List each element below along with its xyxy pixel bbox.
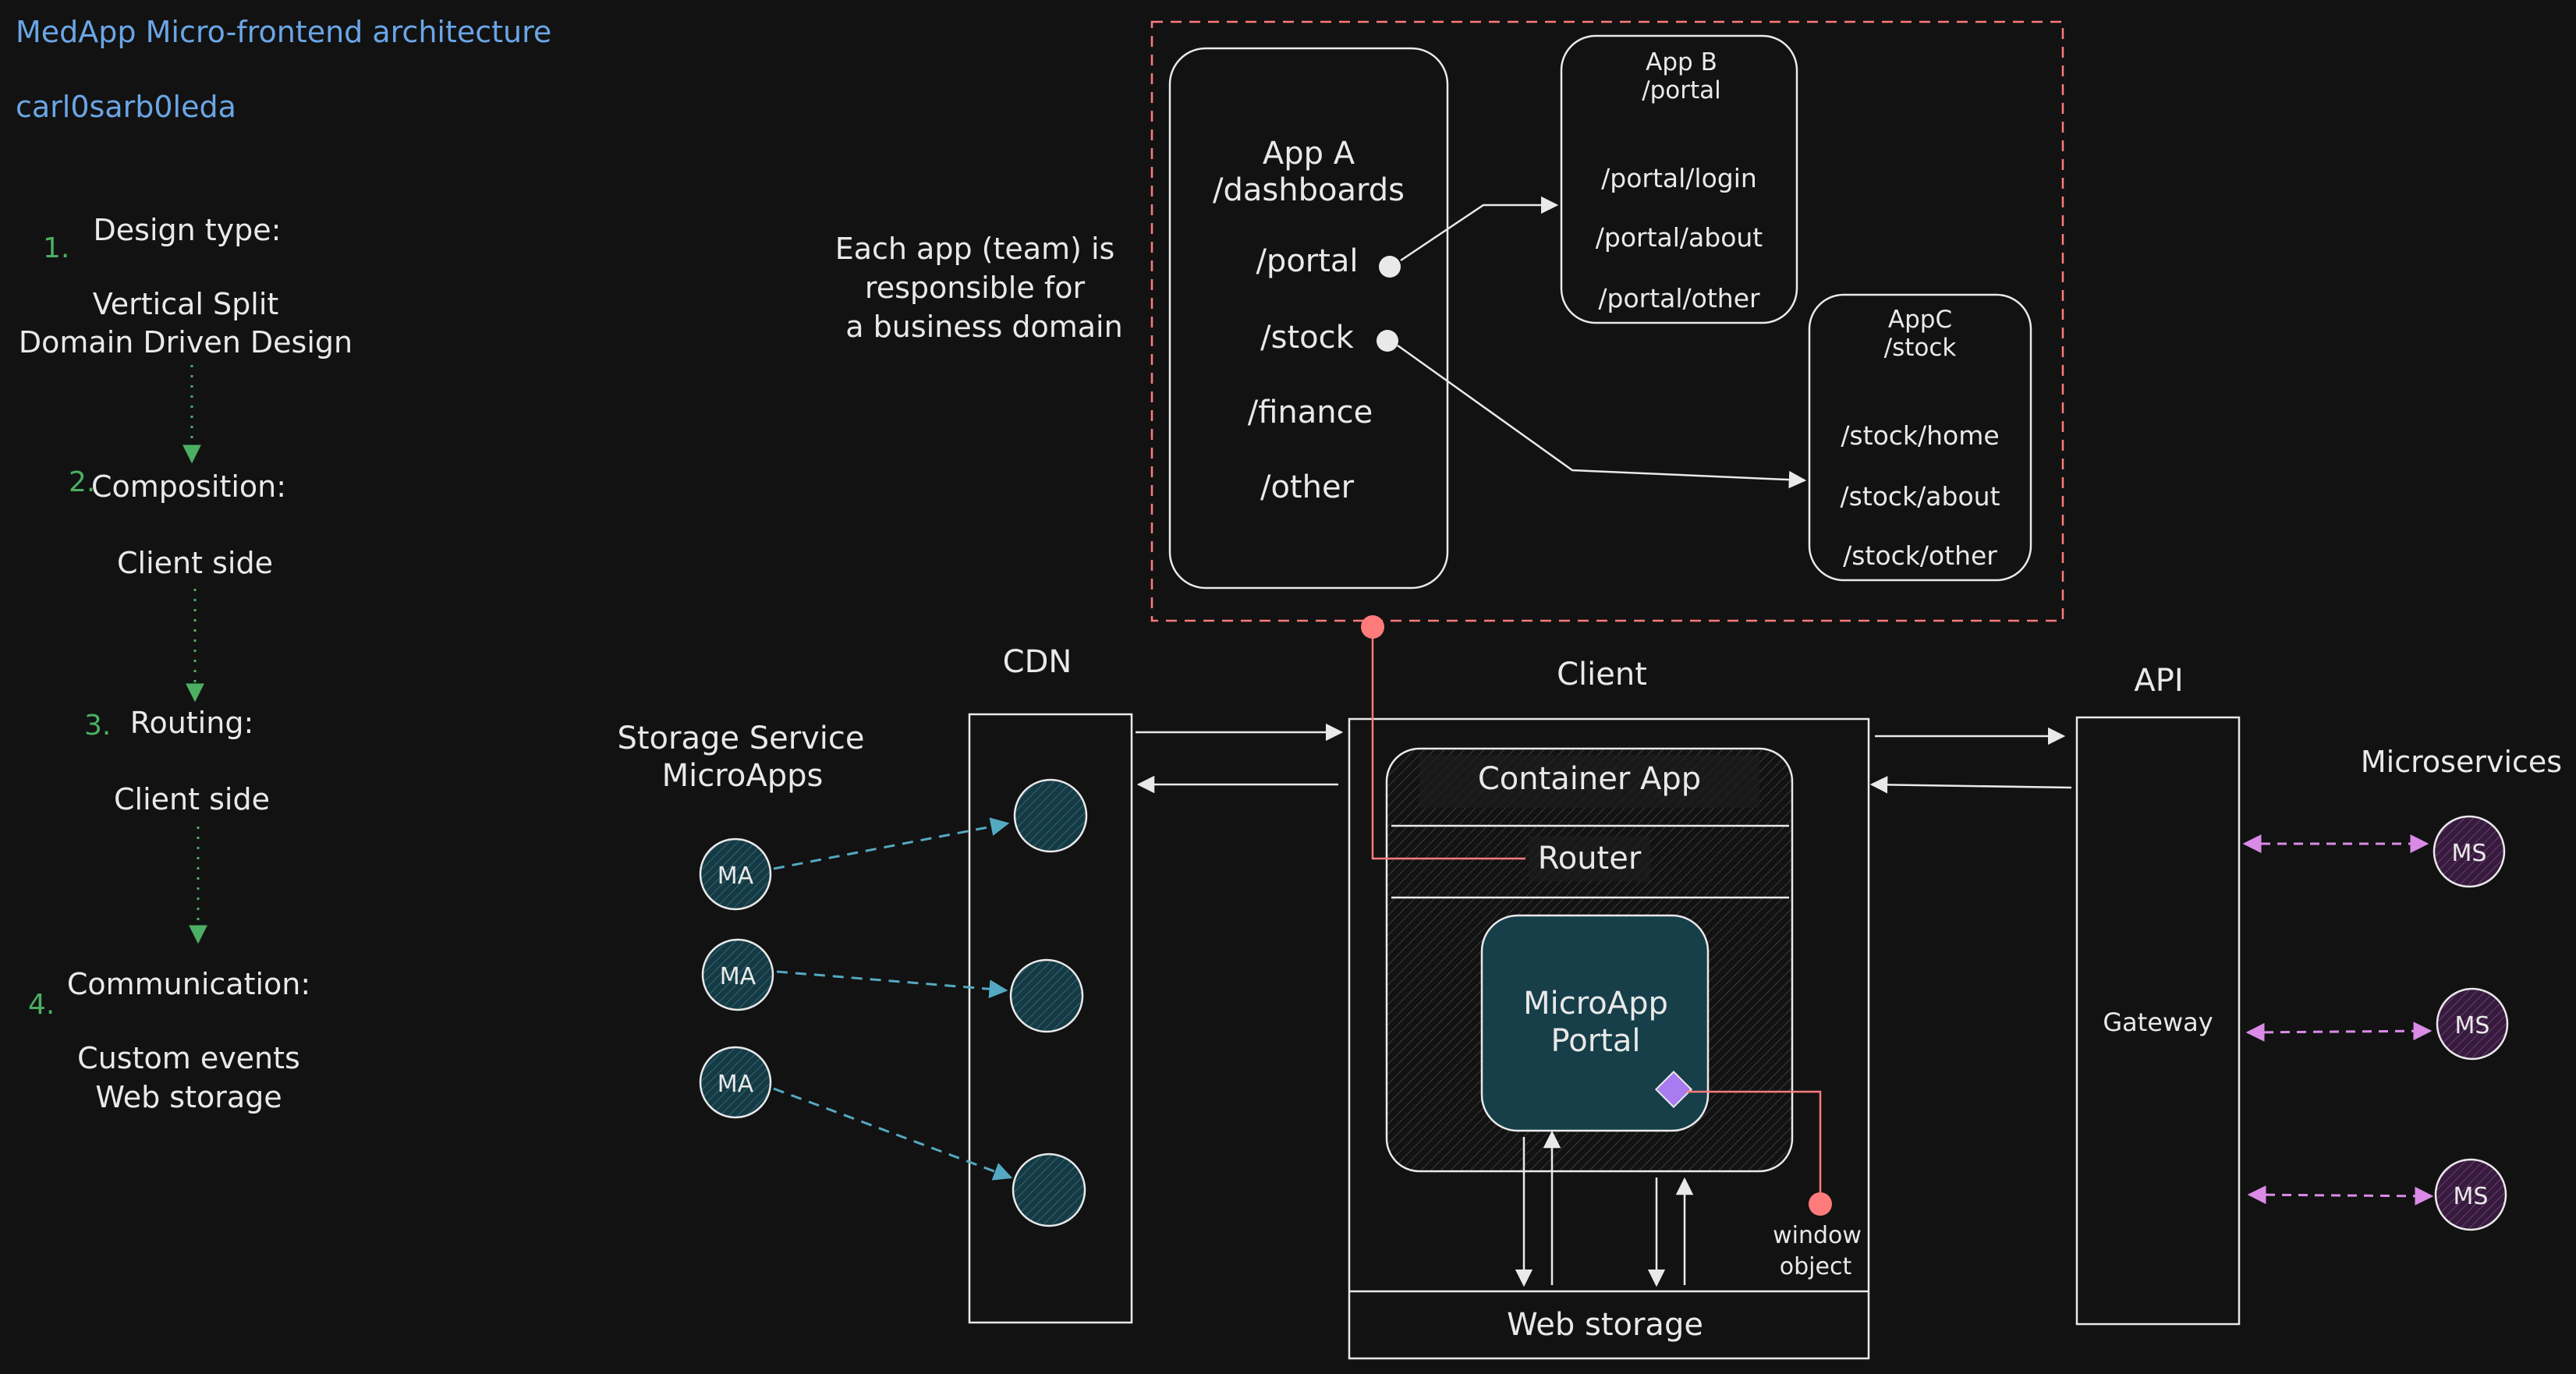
steps-list: 1. Design type: Vertical Split Domain Dr… bbox=[19, 213, 353, 1114]
app-c-title: AppC bbox=[1888, 306, 1952, 334]
cdn-node[interactable] bbox=[1013, 778, 1088, 853]
window-object-dot[interactable] bbox=[1809, 1192, 1832, 1216]
api-box[interactable] bbox=[2075, 716, 2241, 1326]
note-line: a business domain bbox=[845, 310, 1122, 344]
window-object-label: window bbox=[1773, 1222, 1862, 1249]
router-label[interactable]: Router bbox=[1538, 841, 1642, 876]
gateway-label: Gateway bbox=[2103, 1007, 2213, 1037]
microapp-node[interactable]: MA bbox=[699, 838, 772, 911]
microapp-portal-label: MicroApp bbox=[1523, 986, 1668, 1022]
stock-route-arrow bbox=[1397, 344, 1807, 489]
header: MedApp Micro-frontend architecture carl0… bbox=[16, 15, 551, 124]
app-b-subtitle: /portal bbox=[1642, 76, 1721, 104]
window-object-label: object bbox=[1780, 1253, 1852, 1280]
microservice-node[interactable]: MS bbox=[2434, 1158, 2507, 1231]
client-label: Client bbox=[1557, 657, 1647, 692]
microapp-portal[interactable] bbox=[1480, 914, 1710, 1132]
step-line: Vertical Split bbox=[93, 287, 279, 321]
step-line: Custom events bbox=[77, 1041, 300, 1075]
step-1: 1. Design type: Vertical Split Domain Dr… bbox=[19, 213, 353, 359]
step-title: Routing: bbox=[130, 706, 254, 740]
route-portal-dot bbox=[1379, 256, 1401, 278]
author-name: carl0sarb0leda bbox=[16, 90, 236, 124]
microapp-node[interactable]: MA bbox=[699, 1046, 772, 1119]
deploy-arrow bbox=[773, 817, 1010, 870]
step-line: Domain Driven Design bbox=[19, 325, 353, 359]
step-title: Communication: bbox=[67, 967, 310, 1001]
step-title: Composition: bbox=[91, 469, 286, 504]
microservice-node-label: MS bbox=[2452, 840, 2487, 867]
microapp-node-label: MA bbox=[720, 963, 757, 990]
app-a-route-finance[interactable]: /finance bbox=[1248, 395, 1373, 430]
microapp-portal-label: Portal bbox=[1551, 1023, 1641, 1059]
app-c-card[interactable]: AppC /stock /stock/home /stock/about /st… bbox=[1808, 293, 2032, 582]
diagram-title: MedApp Micro-frontend architecture bbox=[16, 15, 551, 49]
portal-route-arrow bbox=[1400, 196, 1559, 262]
microservice-node-label: MS bbox=[2455, 1012, 2490, 1039]
storage-label: Storage Service bbox=[617, 721, 864, 756]
app-a-subtitle: /dashboards bbox=[1213, 172, 1405, 208]
storage-label: MicroApps bbox=[662, 758, 824, 794]
client-column: Client Container App Router MicroApp Por… bbox=[1348, 657, 1870, 1360]
cdn-label: CDN bbox=[1003, 644, 1072, 680]
app-a-route-other[interactable]: /other bbox=[1260, 469, 1355, 505]
microservices-column: Microservices MS MS MS bbox=[2242, 745, 2562, 1231]
app-a-title: App A bbox=[1263, 136, 1355, 172]
domain-note: Each app (team) is responsible for a bus… bbox=[835, 232, 1123, 344]
app-b-route-other[interactable]: /portal/other bbox=[1598, 283, 1760, 313]
microapp-node-label: MA bbox=[718, 1071, 754, 1098]
app-b-route-about[interactable]: /portal/about bbox=[1596, 222, 1763, 253]
microservice-node-label: MS bbox=[2454, 1183, 2489, 1210]
note-line: Each app (team) is bbox=[835, 232, 1115, 266]
microapp-node-label: MA bbox=[718, 862, 754, 890]
container-app-label: Container App bbox=[1478, 761, 1701, 797]
step-line: Client side bbox=[114, 782, 270, 816]
step-number: 3. bbox=[84, 710, 111, 742]
app-a-route-portal[interactable]: /portal bbox=[1256, 243, 1358, 279]
deploy-arrow bbox=[773, 1087, 1013, 1181]
app-c-route-about[interactable]: /stock/about bbox=[1840, 481, 2000, 512]
cdn-node[interactable] bbox=[1012, 1153, 1086, 1227]
api-to-client-arrow bbox=[1869, 776, 2072, 794]
web-storage-label[interactable]: Web storage bbox=[1507, 1307, 1703, 1343]
app-c-route-other[interactable]: /stock/other bbox=[1843, 540, 1997, 571]
microservices-label: Microservices bbox=[2361, 745, 2562, 779]
router-domain-dot bbox=[1361, 615, 1384, 639]
step-3: 3. Routing: Client side bbox=[84, 706, 270, 816]
step-number: 1. bbox=[43, 232, 69, 264]
cdn-node[interactable] bbox=[1009, 958, 1084, 1033]
app-b-card[interactable]: App B /portal /portal/login /portal/abou… bbox=[1560, 34, 1798, 324]
deploy-arrow bbox=[776, 970, 1008, 999]
microapp-node[interactable]: MA bbox=[701, 938, 774, 1011]
api-ms-arrow bbox=[2245, 1022, 2432, 1042]
step-4: 4. Communication: Custom events Web stor… bbox=[28, 967, 310, 1114]
app-a-card[interactable]: App A /dashboards /portal /stock /financ… bbox=[1168, 47, 1449, 590]
step-title: Design type: bbox=[94, 213, 282, 247]
step-2: 2. Composition: Client side bbox=[69, 466, 286, 580]
route-stock-dot bbox=[1377, 330, 1398, 352]
app-c-route-home[interactable]: /stock/home bbox=[1841, 420, 1999, 451]
microservice-node[interactable]: MS bbox=[2432, 815, 2506, 888]
app-a-route-stock[interactable]: /stock bbox=[1260, 320, 1354, 356]
step-line: Client side bbox=[117, 546, 273, 580]
app-b-title: App B bbox=[1646, 48, 1717, 76]
cdn-column: CDN bbox=[968, 644, 1133, 1324]
app-c-subtitle: /stock bbox=[1884, 334, 1957, 362]
event-diamond[interactable] bbox=[1654, 1070, 1693, 1109]
step-number: 2. bbox=[69, 466, 95, 498]
window-link bbox=[1686, 1090, 1822, 1204]
storage-service: Storage Service MicroApps MA MA MA bbox=[617, 721, 865, 1119]
microservice-node[interactable]: MS bbox=[2436, 987, 2509, 1061]
step-line: Web storage bbox=[95, 1080, 282, 1114]
note-line: responsible for bbox=[865, 271, 1086, 305]
api-label: API bbox=[2134, 663, 2183, 699]
api-ms-arrow bbox=[2247, 1185, 2434, 1206]
client-box[interactable] bbox=[1348, 717, 1870, 1360]
router-domain-link bbox=[1371, 627, 1525, 860]
api-column: API Gateway bbox=[2075, 663, 2241, 1326]
domain-boundary bbox=[1150, 20, 2064, 622]
cdn-box[interactable] bbox=[968, 713, 1133, 1324]
app-b-route-login[interactable]: /portal/login bbox=[1601, 163, 1757, 193]
step-number: 4. bbox=[28, 989, 55, 1021]
